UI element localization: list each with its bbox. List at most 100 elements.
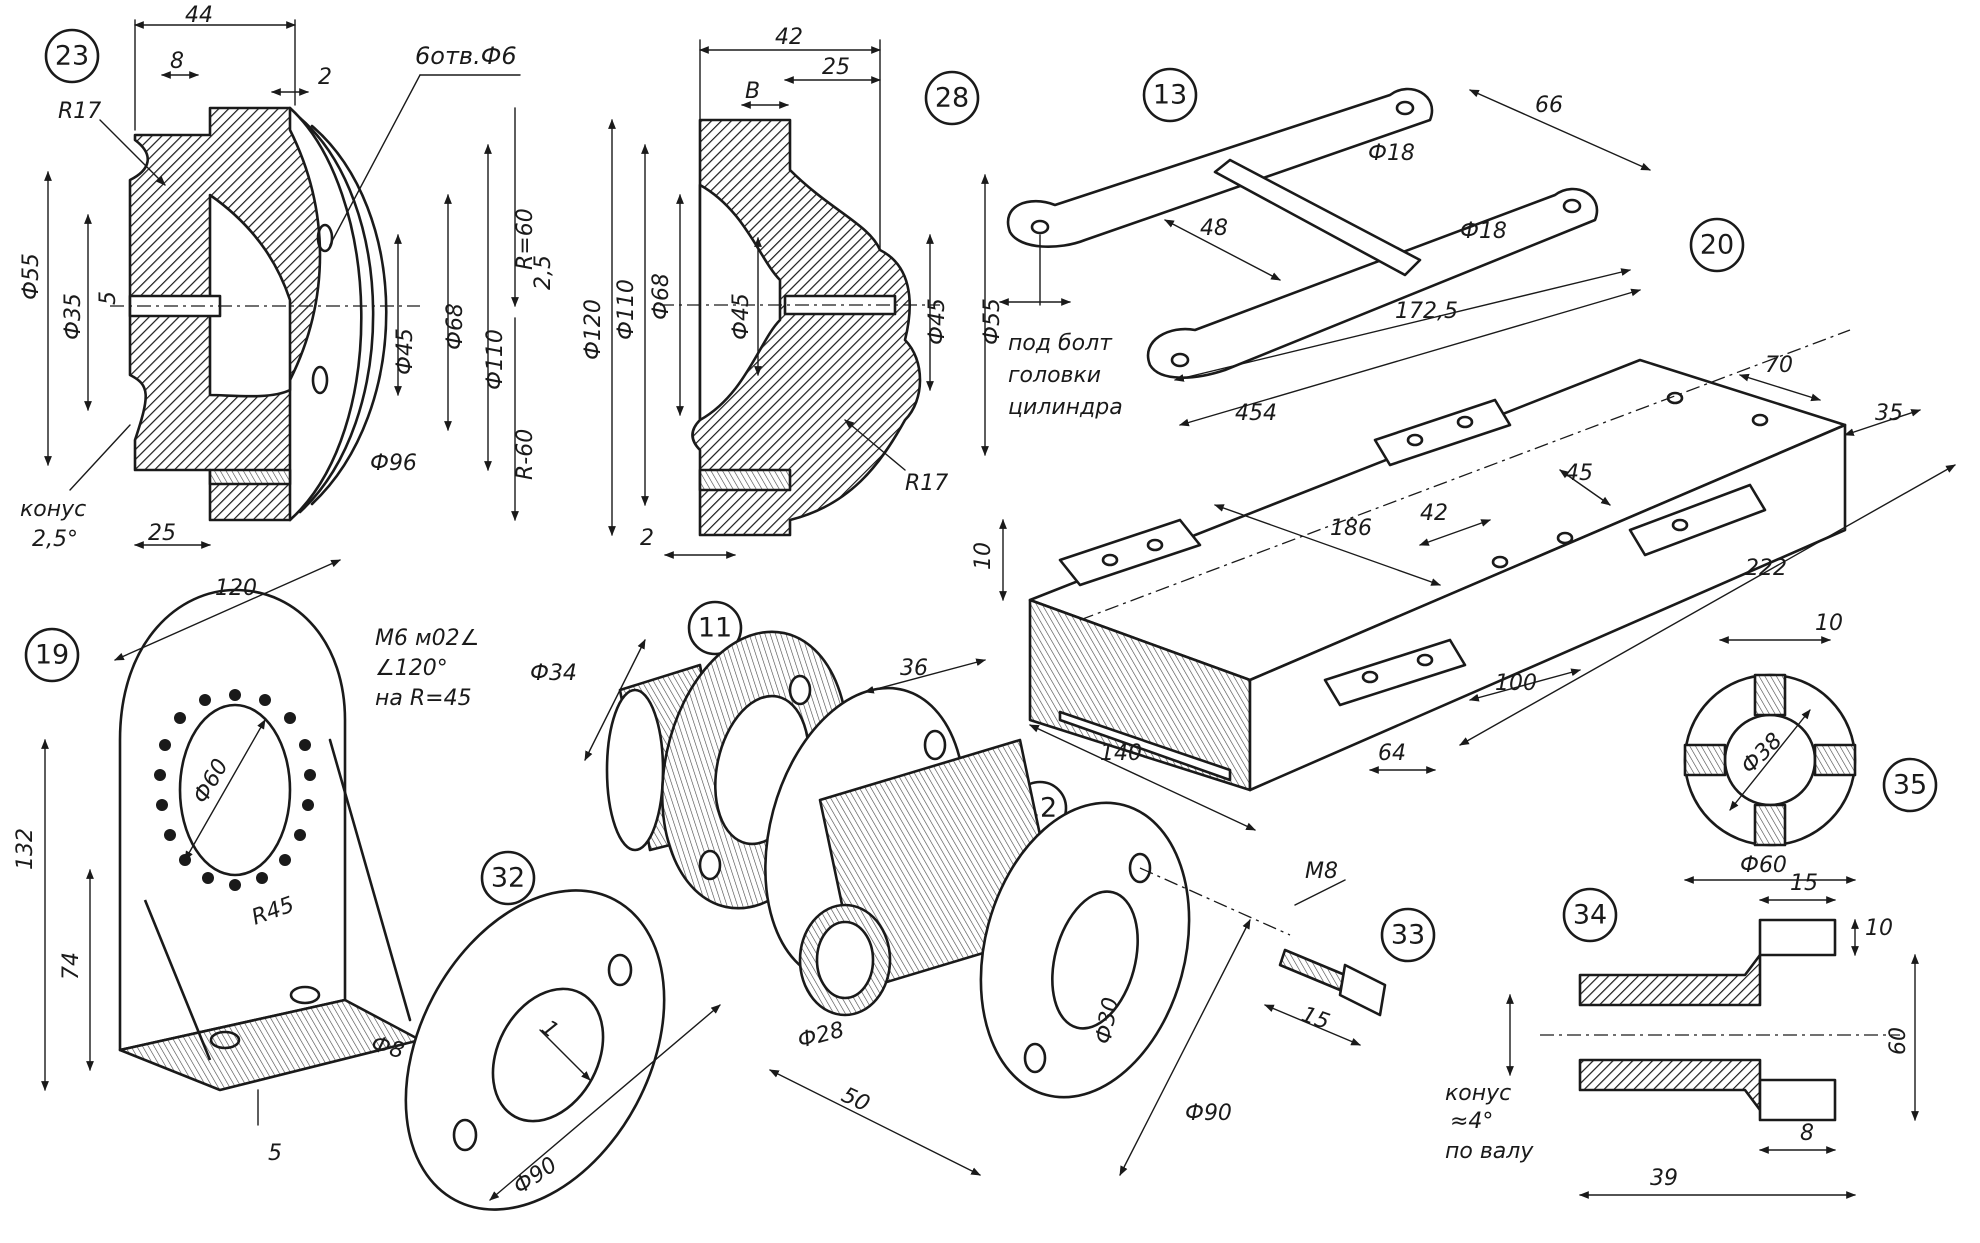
part-34-marker [1562,887,1618,943]
part-19-dim-5: 5 [268,1141,282,1166]
part-20-tab-2 [1373,398,1512,467]
part-35-slot-bottom [1753,803,1787,847]
part-32-number: 32 [491,863,525,894]
part-28-dim-dia45-inner: Ф45 [729,293,754,340]
part-28: 28 42 25 B Ф120 Ф110 Ф68 Ф45 Ф45 Ф55 R17… [581,25,1005,559]
part-33-bolt-head [1338,963,1387,1017]
part-35-marker [1882,757,1938,813]
part-13-eye-hole-1 [1030,219,1050,235]
part-23-cone-angle: 2,5° [32,527,78,552]
part-19-dim-120: 120 [215,576,257,601]
part-12-dim-dia90: Ф90 [1185,1101,1232,1126]
part-34-dim-39: 39 [1650,1166,1678,1191]
part-20-dim-70: 70 [1765,353,1793,378]
part-13-dim-48: 48 [1200,216,1228,241]
part-35-slot-right [1813,743,1857,777]
part-33-number: 33 [1391,920,1425,951]
part-23-dim-2-5: 2,5 [531,255,556,290]
part-19-thread-note-1: М6 м02∠ [375,626,479,651]
part-23-dim-25: 25 [148,521,176,546]
part-23-cavity [208,193,292,398]
part-23-hole-1 [316,223,334,253]
part-35-slot-top [1753,673,1787,717]
part-23-hole-2 [311,365,329,395]
part-23-dim-8: 8 [170,49,184,74]
part-28-dim-dia120: Ф120 [581,299,606,360]
part-13-cross-tube [1213,158,1422,277]
part-32-marker [480,850,536,906]
part-23-cone-label: конус [20,497,86,522]
part-19-marker [24,627,80,683]
part-23-dim-5: 5 [96,291,121,305]
part-20-tab-1 [1058,518,1202,587]
part-13-dim-172-5: 172,5 [1395,299,1458,324]
part-23-flange-arc-1 [288,106,363,522]
part-20-dim-45: 45 [1565,461,1593,486]
part-34-cone-angle: ≈4° [1450,1109,1493,1134]
part-13-note-line-3: цилиндра [1008,395,1123,420]
part-13: 13 под болт головки цилиндра 66 Ф18 Ф18 … [999,67,1651,427]
part-19-dim-74: 74 [59,952,84,980]
part-11-marker [687,600,743,656]
part-23-dim-dia45: Ф45 [393,328,418,375]
part-20-dim-140: 140 [1100,741,1142,766]
part-19-thread-note-2: ∠120° [375,656,448,681]
part-28-number: 28 [935,83,969,114]
part-13-marker [1142,67,1198,123]
part-34-dim-60: 60 [1886,1027,1911,1055]
part-19: 19 120 М6 м02∠ ∠120° на R=45 Ф60 R45 132… [13,559,479,1166]
part-28-marker [924,70,980,126]
part-13-dim-454: 454 [1235,401,1277,426]
part-23-flange-arc-3 [310,124,388,506]
part-33-thread-m8: М8 [1305,859,1338,884]
part-19-dim-132: 132 [13,828,38,870]
part-13-eye-hole-2 [1395,100,1415,116]
part-32-hole-1 [607,953,633,987]
part-23-flange-arc-2 [298,116,375,514]
part-11-number: 11 [698,613,732,644]
part-35-dim-dia60: Ф60 [1740,853,1787,878]
part-28-dim-dia68: Ф68 [649,273,674,320]
part-35-number: 35 [1893,770,1927,801]
part-13-note-line-1: под болт [1008,331,1113,356]
part-35: 35 10 Ф38 Ф60 [1683,611,1938,884]
part-20-dim-64: 64 [1378,741,1406,766]
part-34-dim-10: 10 [1865,916,1893,941]
part-11-dim-dia34: Ф34 [530,661,577,686]
part-19-gusset-right [328,738,412,1022]
part-23-marker [44,28,100,84]
part-28-dim-42: 42 [775,25,803,50]
part-20-dim-100: 100 [1495,671,1537,696]
part-12-hole-3 [923,729,947,761]
part-33-marker [1380,907,1436,963]
part-28-cavity [698,183,782,422]
part-35-slot-left [1683,743,1727,777]
part-33-dim-15: 15 [1298,1002,1333,1035]
part-34-dim-8: 8 [1800,1121,1814,1146]
part-20-dim-35: 35 [1875,401,1903,426]
part-19-number: 19 [35,640,69,671]
part-35-dim-10: 10 [1815,611,1843,636]
part-32-hole-2 [452,1118,478,1152]
part-34-cone-label: конус [1445,1081,1511,1106]
part-23-holes-note: 6отв.Ф6 [415,42,517,70]
part-23-dim-2: 2 [318,65,332,90]
part-23-dim-dia55: Ф55 [19,253,44,300]
part-19-gusset-left [143,899,212,1061]
part-28-dim-dia55: Ф55 [980,298,1005,345]
part-23-radius-r17: R17 [58,99,101,124]
part-13-dim-dia18-tube: Ф18 [1368,141,1415,166]
part-23-dim-44: 44 [185,3,213,28]
part-28-rim [698,468,792,492]
part-28-dim-dia45-outer: Ф45 [925,298,950,345]
part-13-eye-hole-4 [1562,198,1582,214]
part-19-base-hole-2 [209,1030,241,1050]
part-19-base-hole-1 [289,985,321,1005]
part-12-dim-dia28: Ф28 [795,1017,847,1053]
part-34-section-upper [1578,953,1762,1007]
part-20: 20 70 35 45 42 186 222 10 100 64 140 [971,217,1956,831]
part-23-dim-dia110: Ф110 [483,329,508,390]
part-34-section-lower [1578,1058,1762,1112]
part-20-dim-10: 10 [971,542,996,570]
part-12-dim-50: 50 [837,1083,873,1117]
